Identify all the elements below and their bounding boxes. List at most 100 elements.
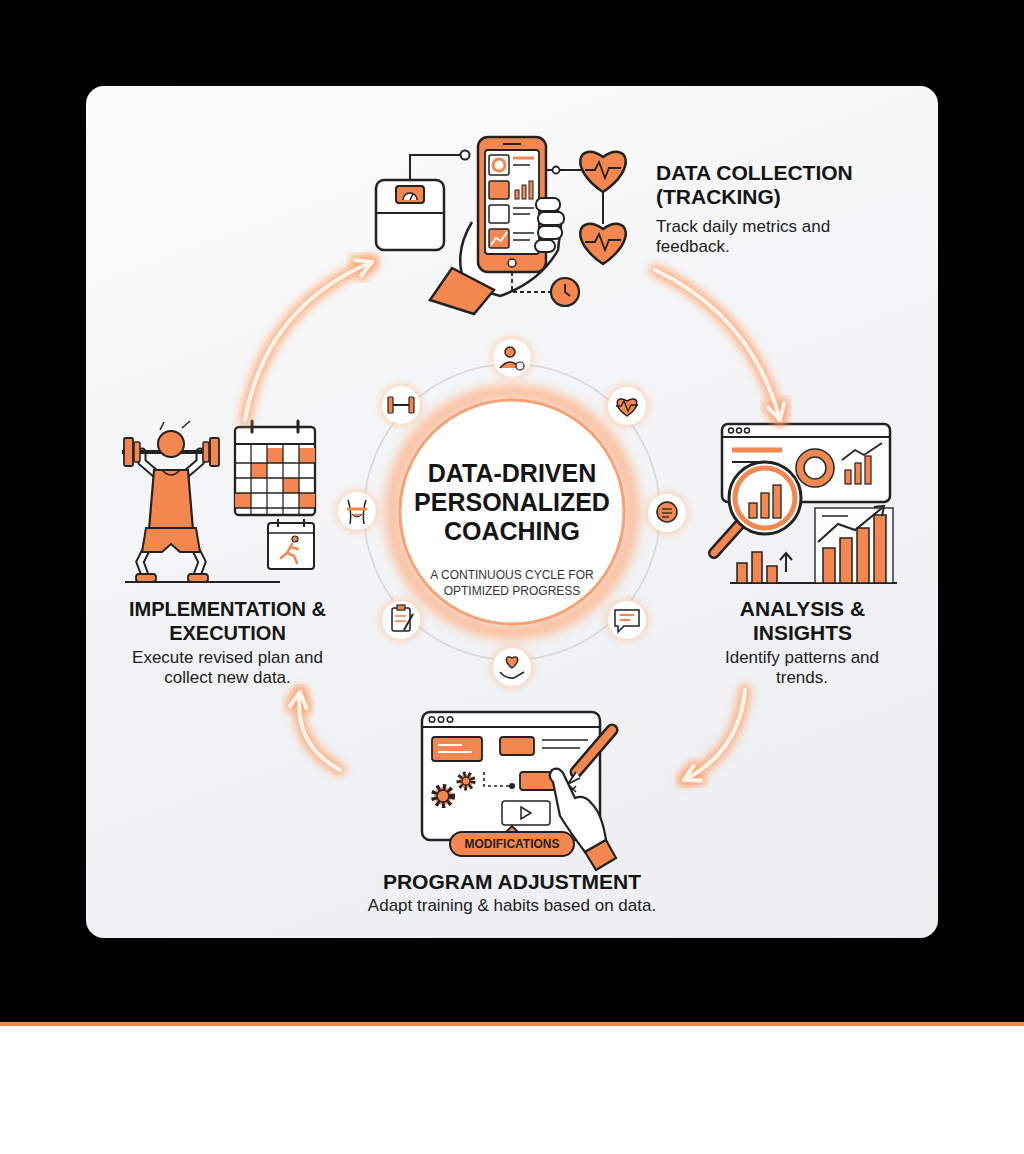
ring-icon-clipboard bbox=[397, 605, 405, 610]
analytics-icon bbox=[857, 528, 869, 583]
ring-icon-dumbbell bbox=[379, 383, 423, 427]
step-description: Adapt training & habits based on data. bbox=[340, 896, 684, 916]
athlete-calendar-icon bbox=[251, 421, 254, 432]
heart-rate-icons bbox=[553, 167, 560, 174]
analytics-icon bbox=[737, 428, 742, 433]
ring-icon-heart-hand bbox=[490, 645, 534, 689]
ring-icon-body bbox=[338, 492, 376, 530]
hand-phone-icon bbox=[489, 205, 509, 223]
heart-rate-icons bbox=[546, 169, 582, 171]
arrow-glow bbox=[245, 262, 372, 420]
athlete-calendar-icon bbox=[250, 444, 251, 515]
ring-icon-heart-hand bbox=[500, 672, 524, 678]
arrow-head bbox=[684, 766, 701, 781]
heart-rate-icons bbox=[580, 152, 625, 192]
settings-window-icon bbox=[462, 777, 470, 785]
center-circle: DATA-DRIVEN PERSONALIZED COACHINGA CONTI… bbox=[397, 397, 627, 627]
scale-icon bbox=[376, 180, 444, 250]
analytics-icon bbox=[780, 553, 792, 572]
analytics-icon bbox=[732, 448, 782, 453]
analytics-icon bbox=[845, 470, 851, 484]
settings-window-icon bbox=[585, 840, 616, 870]
ring-icon-person bbox=[493, 339, 531, 377]
ring-icon-body bbox=[335, 489, 379, 533]
center-ring bbox=[364, 364, 660, 660]
arrow-glow bbox=[655, 270, 780, 420]
ring-icon-message bbox=[615, 610, 639, 632]
settings-window-icon bbox=[542, 739, 588, 741]
athlete-calendar-icon bbox=[142, 528, 200, 552]
step-node: ANALYSIS & INSIGHTSIdentify patterns and… bbox=[705, 420, 900, 690]
hand-phone-icon bbox=[535, 240, 555, 252]
settings-window-icon bbox=[542, 747, 580, 749]
heart-rate-icons bbox=[551, 278, 579, 306]
ring-icon-heartbeat bbox=[616, 401, 638, 411]
athlete-calendar-icon bbox=[188, 574, 208, 582]
settings-window-icon bbox=[576, 730, 612, 772]
arrow-glow bbox=[684, 690, 745, 780]
arrow-line bbox=[245, 262, 372, 420]
analytics-icon bbox=[729, 462, 801, 534]
ring-icon-body bbox=[348, 500, 366, 524]
analytics-icon bbox=[714, 524, 740, 553]
center-ring bbox=[364, 364, 660, 660]
hand-phone-icon bbox=[489, 229, 509, 248]
hand-phone-icon bbox=[489, 181, 509, 199]
step-heading: ANALYSIS & INSIGHTS bbox=[695, 597, 910, 645]
arrow-head bbox=[290, 692, 306, 708]
hand-phone-icon bbox=[529, 181, 533, 199]
ring-icon-clipboard bbox=[379, 598, 423, 642]
ring-icon-chat bbox=[662, 508, 672, 509]
athlete-calendar-icon bbox=[297, 421, 300, 432]
step-description: Track daily metrics and feedback. bbox=[656, 217, 856, 257]
athlete-calendar-icon bbox=[251, 463, 267, 478]
ring-icon-dumbbell bbox=[379, 383, 423, 427]
athlete-calendar-icon bbox=[235, 507, 315, 508]
ring-icon-message bbox=[605, 598, 649, 642]
ring-icon-message bbox=[608, 601, 646, 639]
settings-window-icon bbox=[434, 787, 452, 805]
ring-icon-clipboard bbox=[395, 615, 406, 617]
athlete-calendar-icon bbox=[235, 462, 315, 463]
step-description: Identify patterns and trends. bbox=[722, 648, 882, 688]
ring-icon-message bbox=[605, 598, 649, 642]
settings-window-icon bbox=[432, 737, 482, 761]
athlete-calendar-icon bbox=[136, 574, 156, 582]
ring-icon-chat bbox=[648, 494, 686, 532]
settings-window-icon bbox=[438, 744, 462, 746]
athlete-calendar-icon bbox=[235, 492, 315, 493]
analytics-icon bbox=[874, 506, 884, 516]
step-node: PROGRAM ADJUSTMENTAdapt training & habit… bbox=[340, 708, 684, 918]
ring-icon-chat bbox=[662, 512, 672, 513]
ring-icon-heart-hand bbox=[506, 657, 517, 668]
bottom-band bbox=[0, 1026, 1024, 1154]
analytics-icon bbox=[822, 515, 848, 517]
athlete-calendar-icon bbox=[298, 444, 299, 515]
scale-icon bbox=[376, 151, 470, 251]
athlete-calendar-icon bbox=[210, 438, 219, 466]
settings-window-icon bbox=[521, 807, 531, 819]
settings-window-icon bbox=[509, 783, 515, 789]
analytics-icon bbox=[855, 463, 861, 484]
athlete-calendar-icon bbox=[277, 519, 279, 527]
scale-icon bbox=[403, 193, 417, 200]
tag-label: MODIFICATIONS bbox=[450, 832, 574, 856]
ring-icon-chat bbox=[657, 502, 677, 522]
settings-window-icon bbox=[576, 730, 612, 772]
athlete-calendar-icon bbox=[160, 422, 164, 430]
hand-phone-icon bbox=[513, 239, 530, 241]
ring-icon-message bbox=[620, 614, 634, 616]
athlete-calendar-icon bbox=[162, 470, 180, 475]
ring-icon-heartbeat bbox=[605, 384, 649, 428]
athlete-calendar-icon bbox=[122, 421, 315, 582]
analytics-icon bbox=[874, 515, 886, 583]
ring-icon-body bbox=[347, 508, 367, 511]
heart-rate-icons bbox=[585, 162, 621, 178]
analytics-icon bbox=[714, 524, 740, 553]
analytics-icon bbox=[842, 443, 882, 460]
hand-phone-icon bbox=[491, 232, 507, 245]
ring-icon-person bbox=[490, 336, 534, 380]
hand-phone-icon bbox=[536, 198, 560, 211]
scale-icon bbox=[410, 194, 413, 200]
analytics-icon bbox=[745, 428, 750, 433]
